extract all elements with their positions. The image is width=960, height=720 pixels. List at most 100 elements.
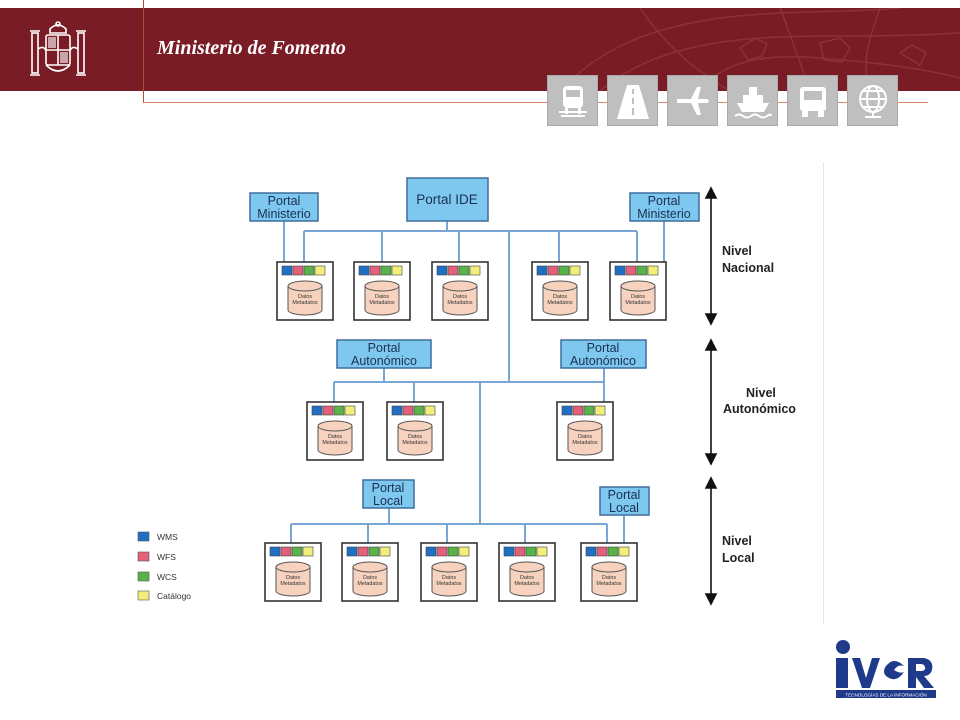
data-node-label-datos: Datos xyxy=(375,294,389,300)
data-node-label-datos: Datos xyxy=(602,575,616,581)
database-cylinder-top xyxy=(317,420,353,432)
service-square-wfs xyxy=(402,405,414,416)
portal-autonomico-left: Portal Autonómico xyxy=(336,339,432,369)
header-divider-horizontal xyxy=(143,102,928,103)
data-node-label-datos: Datos xyxy=(520,575,534,581)
content-divider xyxy=(823,162,824,624)
database-cylinder-top xyxy=(287,280,323,292)
service-square-wms xyxy=(614,265,626,276)
service-square-wcs xyxy=(583,405,595,416)
database-cylinder-top xyxy=(620,280,656,292)
service-square-wcs xyxy=(368,546,380,557)
data-node-label-metadatos: Metadatos xyxy=(436,581,461,587)
database-cylinder xyxy=(287,286,323,316)
service-square-wcs xyxy=(413,405,425,416)
level-autonomico-line1: Nivel xyxy=(746,386,776,400)
database-cylinder-top xyxy=(442,280,478,292)
portal-label-line2: Ministerio xyxy=(257,207,311,221)
level-local-line2: Local xyxy=(722,551,755,565)
service-square-wms xyxy=(425,546,437,557)
legend-label-wms: WMS xyxy=(157,532,178,542)
data-node-label-metadatos: Metadatos xyxy=(369,300,394,306)
data-node-label-metadatos: Metadatos xyxy=(402,440,427,446)
data-node-label-datos: Datos xyxy=(442,575,456,581)
portal-ministerio-left: Portal Ministerio xyxy=(249,192,319,222)
service-square-wcs xyxy=(558,265,570,276)
portal-label-line2: Ministerio xyxy=(637,207,691,221)
legend-item-wcs: WCS xyxy=(137,571,177,582)
database-cylinder-top xyxy=(352,561,388,573)
iver-logo: TECNOLOGÍAS DE LA INFORMACIÓN xyxy=(836,640,936,698)
service-square-wfs xyxy=(369,265,381,276)
data-node-label-datos: Datos xyxy=(408,434,422,440)
service-square-wfs xyxy=(357,546,369,557)
service-square-catalogo xyxy=(618,546,630,557)
service-square-wcs xyxy=(380,265,392,276)
database-cylinder xyxy=(352,567,388,597)
connection-lines xyxy=(283,221,665,543)
portal-local-right: Portal Local xyxy=(599,486,650,516)
database-cylinder xyxy=(509,567,545,597)
service-square-wcs xyxy=(303,265,315,276)
service-square-wfs xyxy=(514,546,526,557)
service-square-wms xyxy=(585,546,597,557)
database-cylinder-top xyxy=(542,280,578,292)
service-square-wfs xyxy=(447,265,459,276)
coat-of-arms-icon xyxy=(30,21,86,76)
portal-label-line1: Portal xyxy=(648,194,681,208)
service-square-wcs xyxy=(607,546,619,557)
header-banner: Ministerio de Fomento xyxy=(0,8,960,91)
logo-tagline: TECNOLOGÍAS DE LA INFORMACIÓN xyxy=(845,692,926,698)
database-cylinder xyxy=(567,426,603,456)
database-cylinder xyxy=(591,567,627,597)
road-icon xyxy=(607,75,658,126)
level-nacional-line2: Nacional xyxy=(722,261,774,275)
database-cylinder xyxy=(542,286,578,316)
data-node-label-metadatos: Metadatos xyxy=(514,581,539,587)
service-square-wms xyxy=(311,405,323,416)
service-square-wfs xyxy=(280,546,292,557)
portal-label-line1: Portal xyxy=(587,341,620,355)
service-square-wms xyxy=(269,546,281,557)
service-square-wms xyxy=(346,546,358,557)
data-node-label-datos: Datos xyxy=(631,294,645,300)
data-node-label-metadatos: Metadatos xyxy=(547,300,572,306)
database-cylinder xyxy=(364,286,400,316)
service-square-wms xyxy=(281,265,293,276)
database-cylinder-top xyxy=(397,420,433,432)
portals: Portal IDE Portal Ministerio Portal Mini… xyxy=(249,177,700,516)
portal-label-line1: Portal xyxy=(368,341,401,355)
data-node-label-metadatos: Metadatos xyxy=(280,581,305,587)
service-square-wcs xyxy=(291,546,303,557)
service-square-catalogo xyxy=(391,265,403,276)
data-node-label-metadatos: Metadatos xyxy=(572,440,597,446)
database-cylinder xyxy=(275,567,311,597)
legend-item-wms: WMS xyxy=(137,531,178,542)
level-arrows xyxy=(704,186,718,606)
data-node-label-datos: Datos xyxy=(286,575,300,581)
portal-label-line2: Local xyxy=(373,494,403,508)
service-square-wfs xyxy=(322,405,334,416)
data-node-label-metadatos: Metadatos xyxy=(357,581,382,587)
service-square-wms xyxy=(436,265,448,276)
legend-item-catalogo: Catálogo xyxy=(137,590,191,601)
data-node-label-metadatos: Metadatos xyxy=(625,300,650,306)
service-square-wms xyxy=(391,405,403,416)
portal-autonomico-right: Portal Autonómico xyxy=(560,339,647,369)
portal-label-line2: Local xyxy=(609,501,639,515)
portal-ide-label: Portal IDE xyxy=(416,192,478,207)
portal-ide: Portal IDE xyxy=(406,177,489,222)
database-cylinder xyxy=(317,426,353,456)
database-cylinder xyxy=(431,567,467,597)
legend: WMS WFS WCS Catálogo xyxy=(137,531,191,601)
